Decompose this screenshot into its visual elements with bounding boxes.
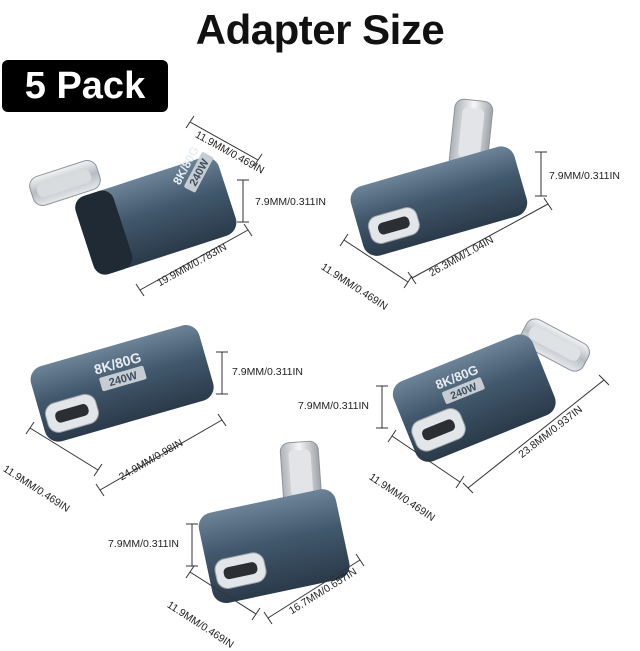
dim-line (139, 229, 249, 291)
dim-tick (407, 271, 417, 285)
dim-line (467, 379, 605, 489)
adapter-1-height-label: 7.9MM/0.311IN (255, 196, 327, 208)
dim-tick (543, 197, 553, 211)
dim-line (189, 121, 259, 161)
dim-tick (455, 475, 465, 489)
pack-badge-label: 5 Pack (24, 64, 146, 107)
marking-plate (99, 365, 147, 392)
dim-tick (462, 482, 474, 494)
dim-line (411, 203, 549, 279)
adapter-2-height-label: 7.9MM/0.311IN (549, 170, 621, 182)
plug-highlight (288, 449, 314, 497)
dim-line (99, 419, 223, 491)
dim-line (391, 435, 461, 483)
dim-tick (135, 283, 145, 297)
port-opening (422, 419, 456, 441)
adapter-1: 8K/80G 240W (29, 144, 237, 275)
adapter-end-face (75, 190, 133, 275)
port-opening (223, 562, 258, 580)
dim-line (29, 427, 99, 471)
adapter-3: 8K/80G 240W (30, 325, 214, 442)
dim-tick (387, 429, 397, 443)
dim-tick (263, 611, 273, 625)
dim-tick (217, 413, 227, 427)
page-title: Adapter Size (195, 6, 445, 53)
dimension-lines (25, 115, 610, 625)
dim-tick (598, 374, 610, 386)
dim-tick (403, 275, 413, 289)
dim-tick (185, 115, 195, 129)
port-opening (55, 404, 89, 423)
adapter-5 (198, 440, 350, 604)
plug-highlight (36, 169, 92, 198)
marking-plate (442, 377, 485, 404)
dim-tick (93, 463, 103, 477)
dim-tick (251, 607, 261, 621)
dim-tick (185, 565, 195, 579)
adapter-4-height-label: 7.9MM/0.311IN (298, 400, 370, 412)
plug-highlight (528, 326, 581, 361)
adapter-4: 8K/80G 240W (392, 318, 590, 462)
dim-line (343, 239, 409, 283)
port-opening (378, 216, 410, 235)
adapter-2 (350, 98, 528, 256)
dim-tick (355, 553, 365, 567)
dim-tick (253, 153, 263, 167)
pack-badge: 5 Pack (2, 60, 168, 112)
plug-highlight (458, 107, 485, 159)
marking-plate (184, 152, 214, 193)
dim-tick (95, 483, 105, 497)
adapter-3-height-label: 7.9MM/0.311IN (232, 366, 304, 378)
dim-tick (25, 421, 35, 435)
dim-line (189, 571, 257, 615)
dim-tick (339, 233, 349, 247)
adapter-5-height-label: 7.9MM/0.311IN (108, 538, 180, 550)
dim-tick (243, 223, 253, 237)
dim-line (267, 559, 361, 619)
